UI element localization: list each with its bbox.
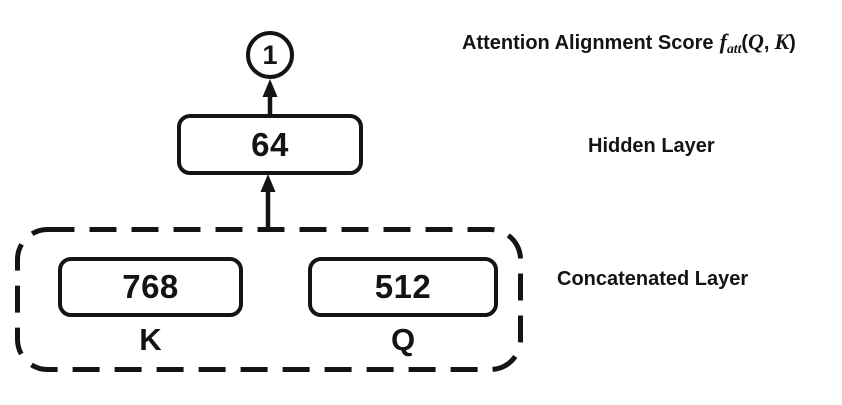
formula-function-symbol: f	[719, 29, 727, 54]
key-node-label: K	[139, 322, 162, 357]
concatenated-layer-label: Concatenated Layer	[557, 268, 749, 290]
query-node-label: Q	[390, 322, 416, 357]
formula-subscript: att	[726, 40, 742, 56]
formula-close-paren: )	[789, 32, 796, 54]
concatenated-layer-container	[15, 227, 523, 372]
hidden-layer-value: 64	[251, 125, 289, 163]
formula-comma: ,	[763, 32, 770, 54]
formula-arg-k: K	[774, 29, 790, 54]
hidden-layer-node: 64	[177, 114, 363, 175]
output-node: 1	[246, 31, 294, 79]
key-node: 768	[58, 257, 243, 317]
query-node: 512	[308, 257, 498, 317]
query-node-value: 512	[374, 268, 432, 305]
formula-open-paren: (	[741, 32, 749, 54]
attention-score-formula: fatt(Q,K)	[719, 29, 796, 56]
formula-arg-q: Q	[748, 29, 764, 54]
arrow-hidden-to-output-head-icon	[262, 79, 278, 97]
key-node-value: 768	[122, 268, 179, 305]
output-node-label: 1	[262, 39, 278, 70]
hidden-layer-label: Hidden Layer	[588, 135, 715, 157]
attention-score-label-text: Attention Alignment Score	[462, 32, 714, 54]
arrow-concat-to-hidden-head-icon	[260, 174, 276, 192]
